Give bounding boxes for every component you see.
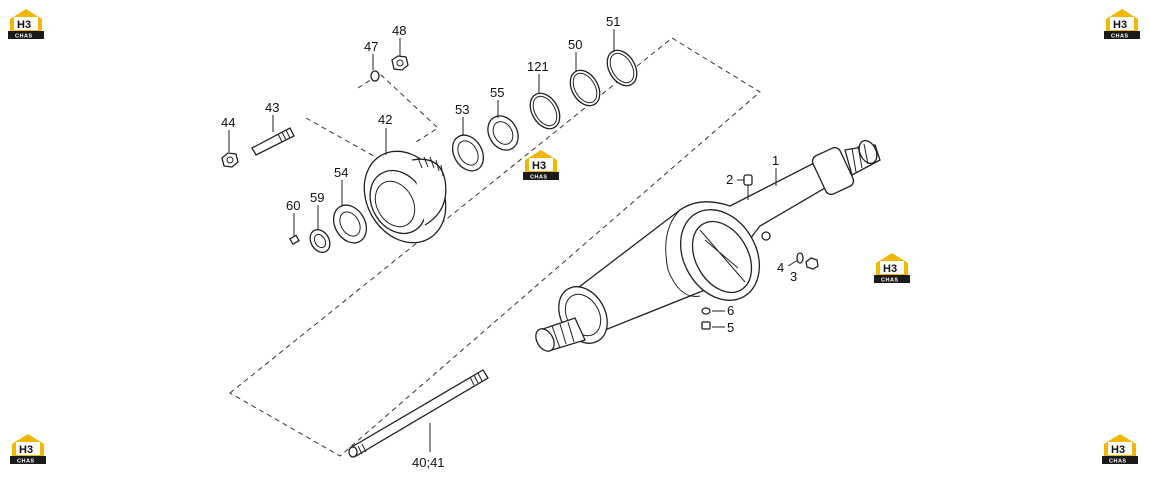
label-part-3: 3 xyxy=(790,269,797,284)
label-part-40-41: 40;41 xyxy=(412,455,445,470)
wheel-hub xyxy=(363,150,447,244)
watermark-top-text: H3 xyxy=(532,160,546,172)
wheel-stud-43 xyxy=(251,127,295,156)
watermark-logo-top-right: H3 CHAS xyxy=(1104,9,1140,40)
wheel-stud-outline xyxy=(305,117,389,165)
watermark-logo-top-left: H3 CHAS xyxy=(8,9,44,40)
nut-48 xyxy=(391,55,409,71)
stud-assembly-outline xyxy=(357,73,439,143)
label-part-51: 51 xyxy=(606,14,620,29)
ring-51-inner xyxy=(609,52,635,84)
label-part-53: 53 xyxy=(455,102,469,117)
ring-50-inner xyxy=(572,72,598,104)
hub-assembly-outline xyxy=(229,37,761,457)
label-part-121: 121 xyxy=(527,59,549,74)
label-part-42: 42 xyxy=(378,112,392,127)
washer-47 xyxy=(370,70,380,82)
label-part-2: 2 xyxy=(726,172,733,187)
label-part-4: 4 xyxy=(777,260,784,275)
watermark-bottom-text: CHAS xyxy=(1111,34,1129,40)
watermark-top-text: H3 xyxy=(1111,444,1125,456)
watermark-bottom-text: CHAS xyxy=(15,34,33,40)
watermark-top-text: H3 xyxy=(1113,19,1127,31)
wheel-nut-44 xyxy=(221,152,239,168)
half-shaft xyxy=(348,369,489,458)
watermark-bottom-text: CHAS xyxy=(1109,459,1127,465)
label-part-1: 1 xyxy=(772,153,779,168)
bearing-54 xyxy=(332,204,368,244)
watermark-top-text: H3 xyxy=(17,19,31,31)
watermark-top-text: H3 xyxy=(883,263,897,275)
label-part-55: 55 xyxy=(490,85,504,100)
washer-4 xyxy=(796,252,804,264)
label-part-60: 60 xyxy=(286,198,300,213)
watermark-bottom-text: CHAS xyxy=(881,278,899,284)
ring-51 xyxy=(606,49,638,87)
lock-nut-59 xyxy=(309,229,331,253)
label-part-59: 59 xyxy=(310,190,324,205)
screw-60 xyxy=(289,234,300,245)
label-part-50: 50 xyxy=(568,37,582,52)
ring-121 xyxy=(529,92,561,130)
watermark-logo-bottom-left: H3 CHAS xyxy=(10,434,46,465)
plug-3 xyxy=(805,257,819,270)
label-part-6: 6 xyxy=(727,303,734,318)
label-part-47: 47 xyxy=(364,39,378,54)
watermark-logo-right: H3 CHAS xyxy=(874,253,910,284)
bearing-55 xyxy=(487,115,519,151)
watermark-logo-center: H3 CHAS xyxy=(523,150,559,181)
label-part-54: 54 xyxy=(334,165,348,180)
label-part-5: 5 xyxy=(727,320,734,335)
watermark-bottom-text: CHAS xyxy=(17,459,35,465)
label-part-43: 43 xyxy=(265,100,279,115)
watermark-bottom-text: CHAS xyxy=(530,175,548,181)
watermark-logo-bottom-right: H3 CHAS xyxy=(1102,434,1138,465)
watermark-top-text: H3 xyxy=(19,444,33,456)
ring-121-inner xyxy=(532,95,558,127)
plug-5 xyxy=(701,321,711,330)
washer-6 xyxy=(701,307,711,315)
label-part-48: 48 xyxy=(392,23,406,38)
label-part-44: 44 xyxy=(221,115,235,130)
bearing-53 xyxy=(451,134,485,172)
ring-50 xyxy=(569,69,601,107)
axle-housing xyxy=(535,139,881,352)
